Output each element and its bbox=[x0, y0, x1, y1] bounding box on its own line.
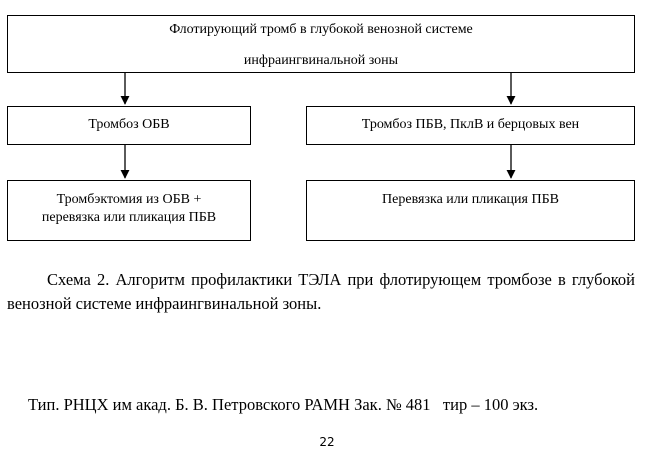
root-condition-line1: Флотирующий тромб в глубокой венозной си… bbox=[169, 22, 473, 37]
print-imprint: Тип. РНЦХ им акад. Б. В. Петровского РАМ… bbox=[28, 395, 539, 414]
left-condition-text: Тромбоз ОБВ bbox=[88, 117, 170, 132]
left-action-box: Тромбэктомия из ОБВ + перевязка или плик… bbox=[7, 180, 251, 241]
right-action-text: Перевязка или пликация ПБВ bbox=[382, 192, 559, 207]
right-condition-text: Тромбоз ПБВ, ПклВ и берцовых вен bbox=[361, 117, 580, 132]
root-condition-line2: инфраингвинальной зоны bbox=[243, 53, 399, 68]
root-condition-box: Флотирующий тромб в глубокой венозной си… bbox=[7, 15, 635, 73]
figure-caption: Схема 2. Алгоритм профилактики ТЭЛА при … bbox=[7, 270, 635, 313]
left-condition-box: Тромбоз ОБВ bbox=[7, 106, 251, 145]
right-action-box: Перевязка или пликация ПБВ bbox=[306, 180, 635, 241]
right-condition-box: Тромбоз ПБВ, ПклВ и берцовых вен bbox=[306, 106, 635, 145]
page-number: 22 bbox=[319, 435, 335, 449]
left-action-line2: перевязка или пликация ПБВ bbox=[41, 209, 217, 225]
left-action-line1: Тромбэктомия из ОБВ + bbox=[56, 192, 202, 207]
